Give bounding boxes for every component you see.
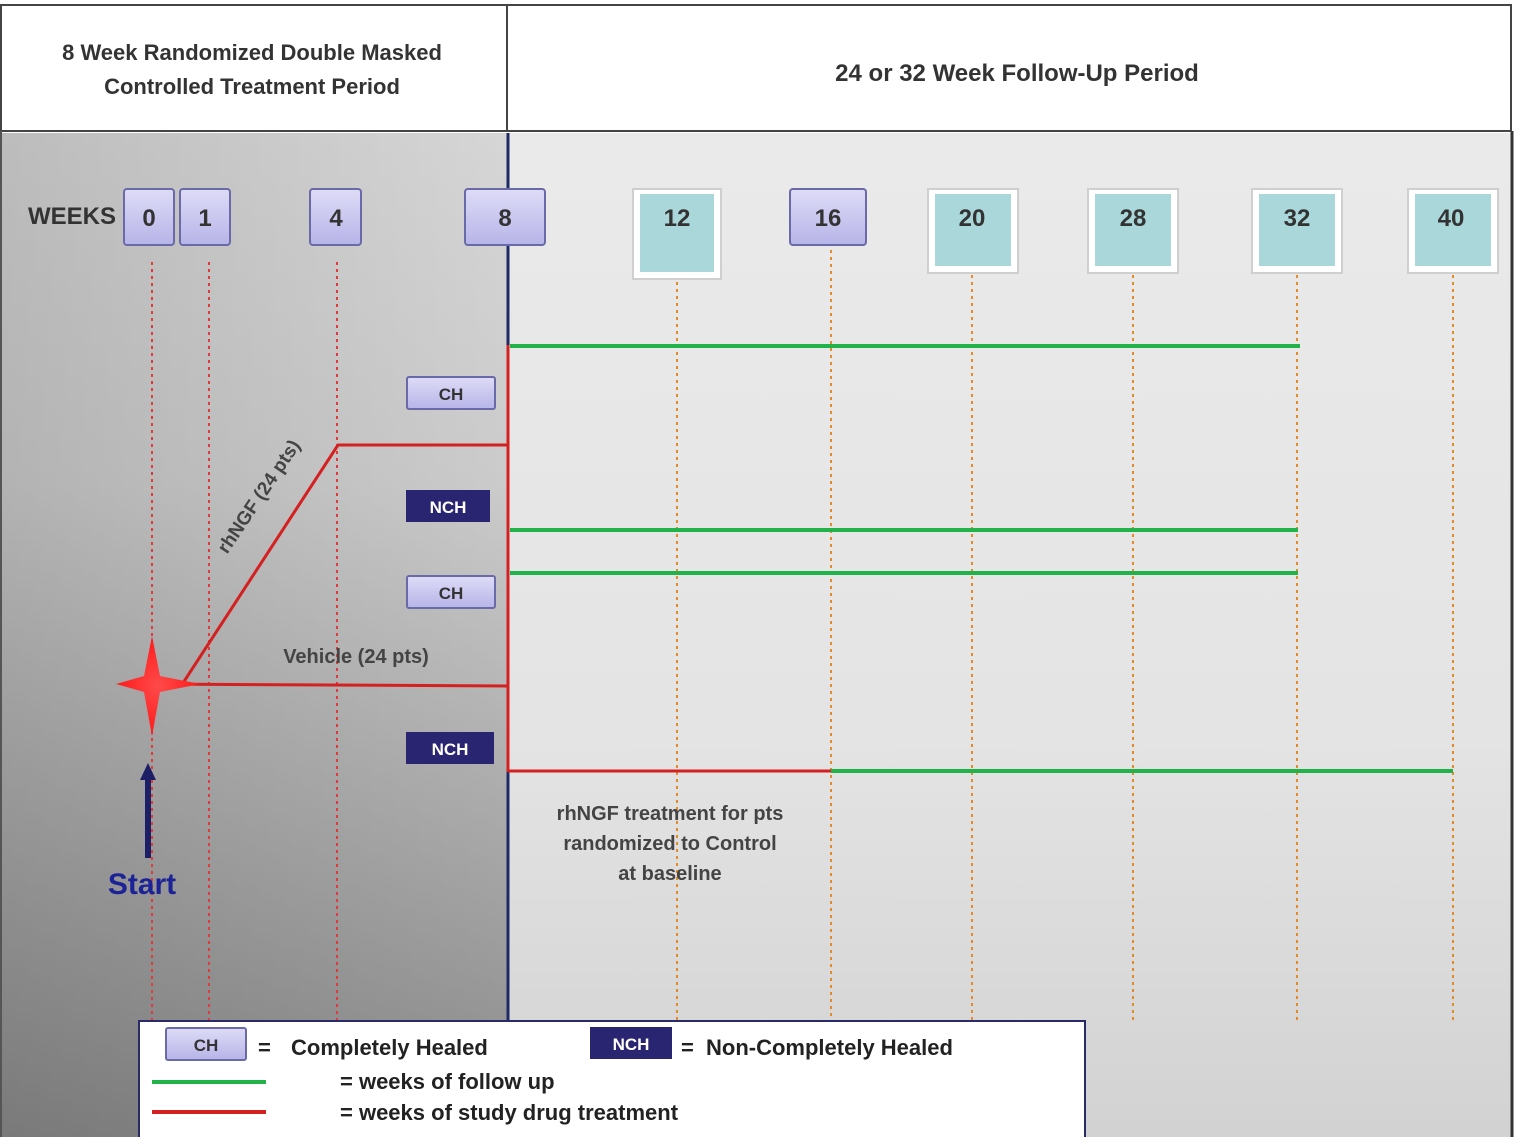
legend-nch-badge: NCH (590, 1027, 672, 1059)
svg-text:CH: CH (439, 584, 464, 603)
week-box-20: 20 (927, 188, 1019, 274)
header-right-title: 24 or 32 Week Follow-Up Period (835, 60, 1199, 87)
nch-badge-top: NCH (406, 490, 490, 522)
week-12-label: 12 (664, 205, 691, 232)
week-box-8: 8 (464, 188, 546, 246)
legend-nch-text: Non-Completely Healed (706, 1035, 953, 1060)
followup-lines (510, 344, 1453, 773)
legend-ch-text: Completely Healed (291, 1035, 488, 1060)
week-32-label: 32 (1284, 205, 1311, 232)
week-box-4: 4 (309, 188, 362, 246)
week-0-label: 0 (142, 205, 155, 232)
svg-text:randomized to Control: randomized to Control (563, 833, 776, 855)
rhngf-arm-line (181, 443, 508, 684)
control-annotation: rhNGF treatment for pts randomized to Co… (557, 803, 784, 885)
svg-text:at baseline: at baseline (618, 863, 721, 885)
header-row: 8 Week Randomized Double Masked Controll… (0, 4, 1512, 132)
ch-badge-bottom: CH (406, 575, 496, 609)
outcome-badges: CH NCH CH NCH (406, 376, 496, 764)
treatment-lines (149, 345, 831, 773)
week-box-1: 1 (179, 188, 231, 246)
start-star-icon (116, 636, 200, 736)
week-28-label: 28 (1120, 205, 1147, 232)
legend: CH = Completely Healed NCH = Non-Complet… (138, 1020, 1086, 1137)
week-1-label: 1 (198, 205, 211, 232)
nch-badge-bottom: NCH (406, 732, 494, 764)
week-boxes: 0 1 4 8 12 16 20 (123, 188, 1499, 280)
svg-text:NCH: NCH (613, 1035, 650, 1054)
svg-text:CH: CH (194, 1036, 219, 1055)
legend-green-text: = weeks of follow up (340, 1069, 555, 1094)
start-label: Start (108, 868, 176, 901)
header-right-cell (506, 4, 1512, 132)
week-box-0: 0 (123, 188, 175, 246)
svg-text:NCH: NCH (432, 740, 469, 759)
svg-text:CH: CH (439, 385, 464, 404)
week-box-32: 32 (1251, 188, 1343, 274)
vehicle-arm-label: Vehicle (24 pts) (283, 646, 429, 668)
week-box-28: 28 (1087, 188, 1179, 274)
svg-text:rhNGF treatment for pts: rhNGF treatment for pts (557, 803, 784, 825)
week-16-label: 16 (815, 205, 842, 232)
legend-nch-equals: = (681, 1035, 694, 1060)
week-box-16: 16 (789, 188, 867, 246)
header-left-cell (0, 4, 508, 132)
week-box-12: 12 (632, 188, 722, 280)
panels (0, 131, 1514, 1137)
legend-red-text: = weeks of study drug treatment (340, 1100, 679, 1125)
svg-text:NCH: NCH (430, 498, 467, 517)
legend-ch-equals: = (258, 1035, 271, 1060)
week-box-40: 40 (1407, 188, 1499, 274)
week-40-label: 40 (1438, 205, 1465, 232)
week-4-label: 4 (329, 205, 343, 232)
start-arrow-icon (140, 763, 156, 858)
header-left-title-line2: Controlled Treatment Period (104, 74, 400, 99)
week-20-label: 20 (959, 205, 986, 232)
weeks-label: WEEKS (28, 203, 116, 230)
follow-up-period-panel (508, 133, 1511, 1137)
ch-badge-top: CH (406, 376, 496, 410)
legend-ch-badge: CH (165, 1027, 247, 1061)
vehicle-arm-line (149, 682, 509, 688)
week-8-label: 8 (498, 205, 511, 232)
header-left-title-line1: 8 Week Randomized Double Masked (62, 40, 442, 65)
